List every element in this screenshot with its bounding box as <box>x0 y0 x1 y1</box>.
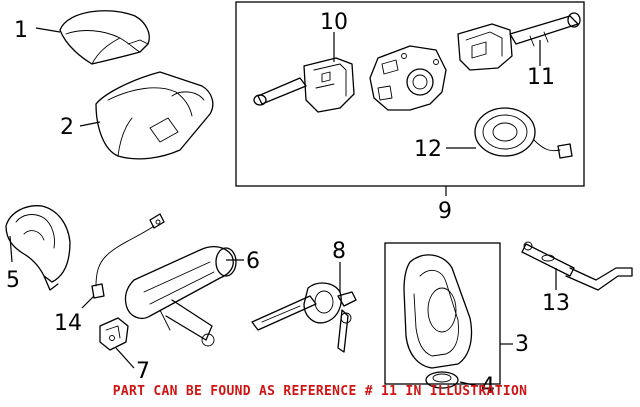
cover-group-frame <box>385 243 500 384</box>
leader-14 <box>82 296 94 308</box>
leader-1 <box>36 28 60 32</box>
upper-column-cover <box>60 11 149 64</box>
callout-11: 11 <box>527 65 555 90</box>
lower-column-cover <box>96 72 213 159</box>
leader-7 <box>116 348 134 368</box>
steering-lock-housing <box>125 247 236 346</box>
release-lever <box>522 242 632 290</box>
reference-note: PART CAN BE FOUND AS REFERENCE # 11 IN I… <box>0 384 640 399</box>
callout-10: 10 <box>320 10 348 35</box>
lock-cylinder-piece <box>100 318 128 350</box>
leader-2 <box>80 122 100 126</box>
callout-8: 8 <box>332 239 346 264</box>
shroud-cover <box>404 255 472 368</box>
ignition-lock-cylinder <box>252 283 356 352</box>
callout-13: 13 <box>542 291 570 316</box>
callout-2: 2 <box>60 115 74 140</box>
turn-signal-switch <box>458 13 580 70</box>
callout-14: 14 <box>54 311 82 336</box>
callout-3: 3 <box>515 332 529 357</box>
leader-lines <box>10 28 556 386</box>
callout-5: 5 <box>6 268 20 293</box>
combination-switch-body <box>370 46 446 110</box>
callout-1: 1 <box>14 18 28 43</box>
spiral-cable <box>475 108 572 158</box>
wiper-switch <box>254 58 354 112</box>
callout-12: 12 <box>414 137 442 162</box>
switch-group-frame <box>236 2 584 186</box>
key-solenoid <box>92 214 164 298</box>
callout-6: 6 <box>246 249 260 274</box>
leader-5 <box>10 236 12 262</box>
callout-7: 7 <box>136 359 150 384</box>
callout-9: 9 <box>438 199 452 224</box>
